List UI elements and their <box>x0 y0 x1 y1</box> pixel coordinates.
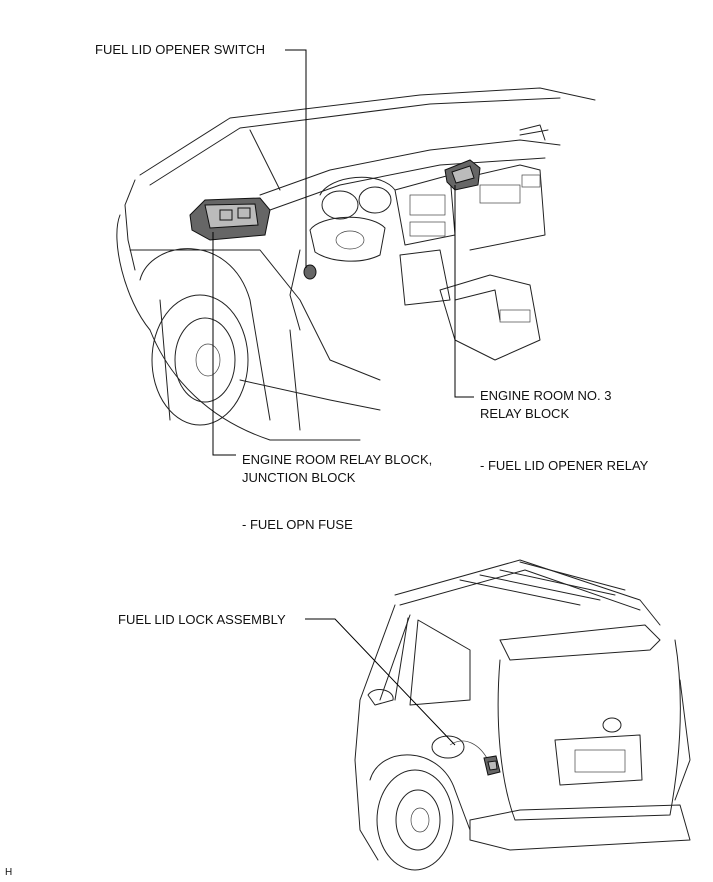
bottom-leader-lines <box>305 618 456 746</box>
label-engine-room-relay-line1: ENGINE ROOM RELAY BLOCK, <box>242 452 433 467</box>
rear-vehicle-illustration <box>354 559 691 871</box>
fuel-lid-opener-switch-part <box>303 264 317 280</box>
label-engine-room-no3-line1: ENGINE ROOM NO. 3 <box>480 388 612 403</box>
label-fuel-opn-fuse: - FUEL OPN FUSE <box>242 517 353 532</box>
label-engine-room-relay-line2: JUNCTION BLOCK <box>242 470 356 485</box>
label-fuel-lid-opener-relay: - FUEL LID OPENER RELAY <box>480 458 649 473</box>
label-fuel-lid-opener-switch: FUEL LID OPENER SWITCH <box>95 42 265 57</box>
engine-room-relay-block-part <box>189 197 271 241</box>
label-engine-room-no3-line2: RELAY BLOCK <box>480 406 570 421</box>
label-engine-room-relay-block: ENGINE ROOM RELAY BLOCK, JUNCTION BLOCK <box>242 451 432 487</box>
engine-room-no3-relay-block-part <box>444 159 481 191</box>
label-fuel-lid-lock-assembly: FUEL LID LOCK ASSEMBLY <box>118 612 286 627</box>
label-engine-room-no3-relay-block: ENGINE ROOM NO. 3 RELAY BLOCK <box>480 387 611 423</box>
corner-mark: H <box>5 867 13 878</box>
front-vehicle-illustration <box>116 87 596 441</box>
top-leader-lines <box>212 49 474 456</box>
fuel-lid-lock-assembly-part <box>449 740 501 776</box>
